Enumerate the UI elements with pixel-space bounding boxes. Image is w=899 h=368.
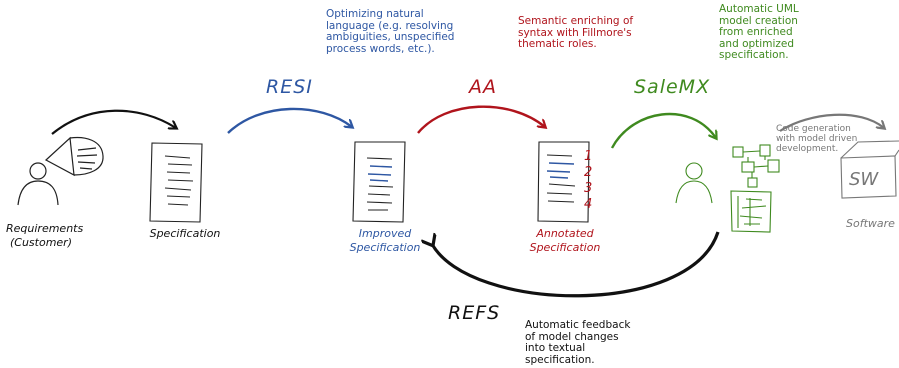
stage-aa: AA xyxy=(469,76,497,98)
arrow-codegen xyxy=(779,113,884,132)
arrow-salemx xyxy=(610,112,716,149)
arrow-aa xyxy=(417,105,545,134)
software-box-label: SW xyxy=(849,169,879,190)
stage-refs: REFS xyxy=(448,302,501,324)
annotated-document-icon xyxy=(537,141,590,223)
arrow-refs xyxy=(432,231,720,298)
annotation-number: 4 xyxy=(584,197,592,212)
note-codegen: Code generation with model driven develo… xyxy=(776,124,858,154)
annotation-numbers: 1 2 3 4 xyxy=(584,149,592,212)
person-speaking-icon xyxy=(17,136,104,206)
arrow-requirements-to-spec xyxy=(51,109,176,135)
uml-model-icon xyxy=(675,144,780,233)
note-aa: Semantic enriching of syntax with Fillmo… xyxy=(518,15,634,50)
document-icon xyxy=(149,142,203,223)
annotation-number: 2 xyxy=(584,165,592,180)
label-software: Software xyxy=(846,217,895,230)
improved-document-icon xyxy=(352,141,406,223)
label-specification: Specification xyxy=(149,227,221,240)
note-refs: Automatic feedback of model changes into… xyxy=(525,319,631,366)
annotation-number: 1 xyxy=(584,149,592,164)
note-salemx: Automatic UML model creation from enrich… xyxy=(719,3,799,61)
stage-resi: RESI xyxy=(266,76,313,98)
annotation-number: 3 xyxy=(584,181,592,196)
label-annotated: Annotated Specification xyxy=(529,227,601,254)
stage-salemx: SaleMX xyxy=(634,76,711,98)
software-box-icon xyxy=(840,140,899,199)
label-requirements: Requirements (Customer) xyxy=(6,222,84,249)
note-resi: Optimizing natural language (e.g. resolv… xyxy=(326,8,455,55)
label-improved: Improved Specification xyxy=(349,227,421,254)
arrow-resi xyxy=(227,107,352,134)
